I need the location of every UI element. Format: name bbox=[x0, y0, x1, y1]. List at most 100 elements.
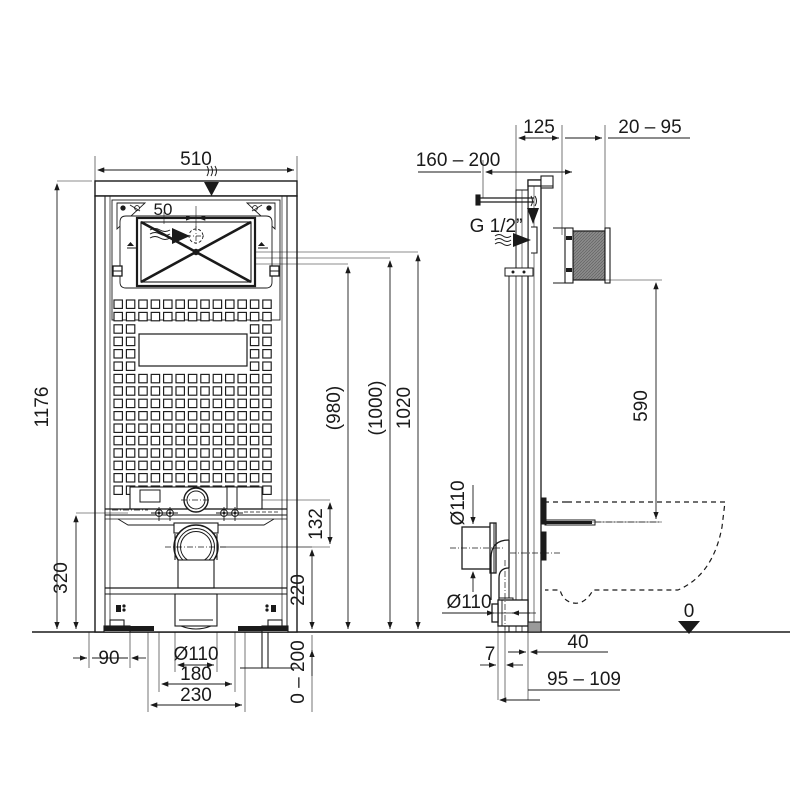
panel-perforation bbox=[249, 349, 260, 359]
panel-perforation bbox=[249, 311, 260, 322]
panel-perforation bbox=[163, 398, 173, 409]
panel-perforation bbox=[249, 324, 260, 334]
panel-perforation bbox=[163, 386, 173, 396]
panel-perforation bbox=[262, 373, 272, 384]
front-view-lower-mechanism bbox=[103, 486, 300, 669]
panel-perforation bbox=[225, 423, 235, 433]
panel-perforation bbox=[163, 473, 173, 483]
dim-132: 132 bbox=[306, 508, 327, 540]
panel-perforation bbox=[113, 435, 123, 446]
panel-perforation bbox=[200, 299, 210, 309]
panel-perforation bbox=[113, 386, 123, 396]
dim-220: 220 bbox=[288, 574, 309, 606]
panel-perforation bbox=[225, 299, 235, 309]
panel-perforation bbox=[175, 299, 185, 309]
panel-perforation bbox=[237, 460, 247, 471]
panel-perforation bbox=[249, 336, 260, 347]
dim-1176: 1176 bbox=[32, 387, 53, 428]
water-inlet-arrow-front bbox=[149, 228, 190, 244]
panel-perforation bbox=[163, 423, 173, 433]
panel-perforation bbox=[138, 386, 148, 396]
dim-90: 90 bbox=[98, 648, 119, 669]
panel-perforation bbox=[150, 299, 161, 309]
panel-perforation bbox=[163, 460, 173, 471]
panel-perforation bbox=[150, 373, 161, 384]
panel-perforation bbox=[125, 411, 136, 421]
dim-1000: (1000) bbox=[366, 381, 387, 436]
panel-perforation bbox=[262, 336, 272, 347]
dim-95-109: 95 – 109 bbox=[547, 669, 621, 690]
panel-perforation bbox=[125, 324, 136, 334]
panel-perforation bbox=[262, 423, 272, 433]
panel-perforation bbox=[237, 398, 247, 409]
panel-perforation bbox=[212, 386, 223, 396]
panel-perforation bbox=[138, 411, 148, 421]
panel-perforation bbox=[113, 324, 123, 334]
panel-perforation bbox=[113, 373, 123, 384]
side-view-frame bbox=[450, 175, 660, 633]
panel-perforation bbox=[138, 460, 148, 471]
panel-perforation bbox=[249, 435, 260, 446]
panel-perforation bbox=[113, 423, 123, 433]
panel-perforation bbox=[175, 373, 185, 384]
dim-20-95: 20 – 95 bbox=[618, 117, 681, 138]
panel-perforation bbox=[187, 435, 198, 446]
panel-perforation bbox=[187, 299, 198, 309]
panel-perforation bbox=[150, 435, 161, 446]
panel-perforation bbox=[163, 311, 173, 322]
panel-perforation bbox=[212, 448, 223, 458]
panel-perforation bbox=[125, 423, 136, 433]
panel-perforation bbox=[187, 373, 198, 384]
dim-40: 40 bbox=[567, 632, 588, 653]
panel-perforation bbox=[138, 398, 148, 409]
panel-perforation bbox=[125, 386, 136, 396]
panel-perforation bbox=[163, 448, 173, 458]
panel-perforation bbox=[225, 398, 235, 409]
panel-perforation bbox=[262, 386, 272, 396]
panel-perforation bbox=[175, 448, 185, 458]
panel-perforation bbox=[212, 423, 223, 433]
panel-perforation bbox=[237, 373, 247, 384]
panel-perforation bbox=[200, 473, 210, 483]
panel-perforation bbox=[175, 460, 185, 471]
panel-perforation bbox=[150, 448, 161, 458]
panel-perforation bbox=[125, 435, 136, 446]
panel-perforation bbox=[262, 324, 272, 334]
flush-indicator-icon-side bbox=[527, 195, 539, 224]
panel-perforation bbox=[138, 299, 148, 309]
center-stacked-dimensions bbox=[220, 251, 421, 712]
panel-perforation bbox=[212, 460, 223, 471]
panel-perforation bbox=[187, 386, 198, 396]
panel-perforation bbox=[125, 336, 136, 347]
panel-perforation bbox=[113, 460, 123, 471]
dim-510: 510 bbox=[180, 149, 212, 170]
panel-perforation bbox=[150, 411, 161, 421]
panel-perforation bbox=[150, 460, 161, 471]
dim-180: 180 bbox=[180, 664, 212, 685]
dim-125: 125 bbox=[523, 117, 555, 138]
panel-perforation bbox=[163, 299, 173, 309]
dim-50: 50 bbox=[154, 200, 173, 219]
panel-perforation bbox=[262, 349, 272, 359]
panel-perforation bbox=[150, 311, 161, 322]
panel-perforation bbox=[163, 411, 173, 421]
panel-perforation bbox=[125, 473, 136, 483]
panel-perforation bbox=[225, 311, 235, 322]
dim-d110-upper: Ø110 bbox=[448, 480, 469, 525]
panel-perforation bbox=[249, 448, 260, 458]
dim-d110-lower: Ø110 bbox=[446, 592, 491, 613]
panel-perforation bbox=[200, 411, 210, 421]
panel-perforation bbox=[237, 311, 247, 322]
panel-perforation bbox=[212, 411, 223, 421]
panel-perforation bbox=[225, 448, 235, 458]
panel-perforation bbox=[200, 373, 210, 384]
panel-perforation bbox=[150, 386, 161, 396]
panel-perforation bbox=[212, 299, 223, 309]
panel-perforation bbox=[262, 299, 272, 309]
panel-perforation bbox=[262, 361, 272, 371]
water-inlet-arrow-side bbox=[494, 226, 538, 254]
panel-perforation bbox=[175, 473, 185, 483]
dimension-text-layer: 510 50 1176 320 90 Ø110 180 230 132 220 … bbox=[32, 117, 694, 706]
panel-perforation bbox=[212, 311, 223, 322]
dim-980: (980) bbox=[324, 386, 345, 430]
